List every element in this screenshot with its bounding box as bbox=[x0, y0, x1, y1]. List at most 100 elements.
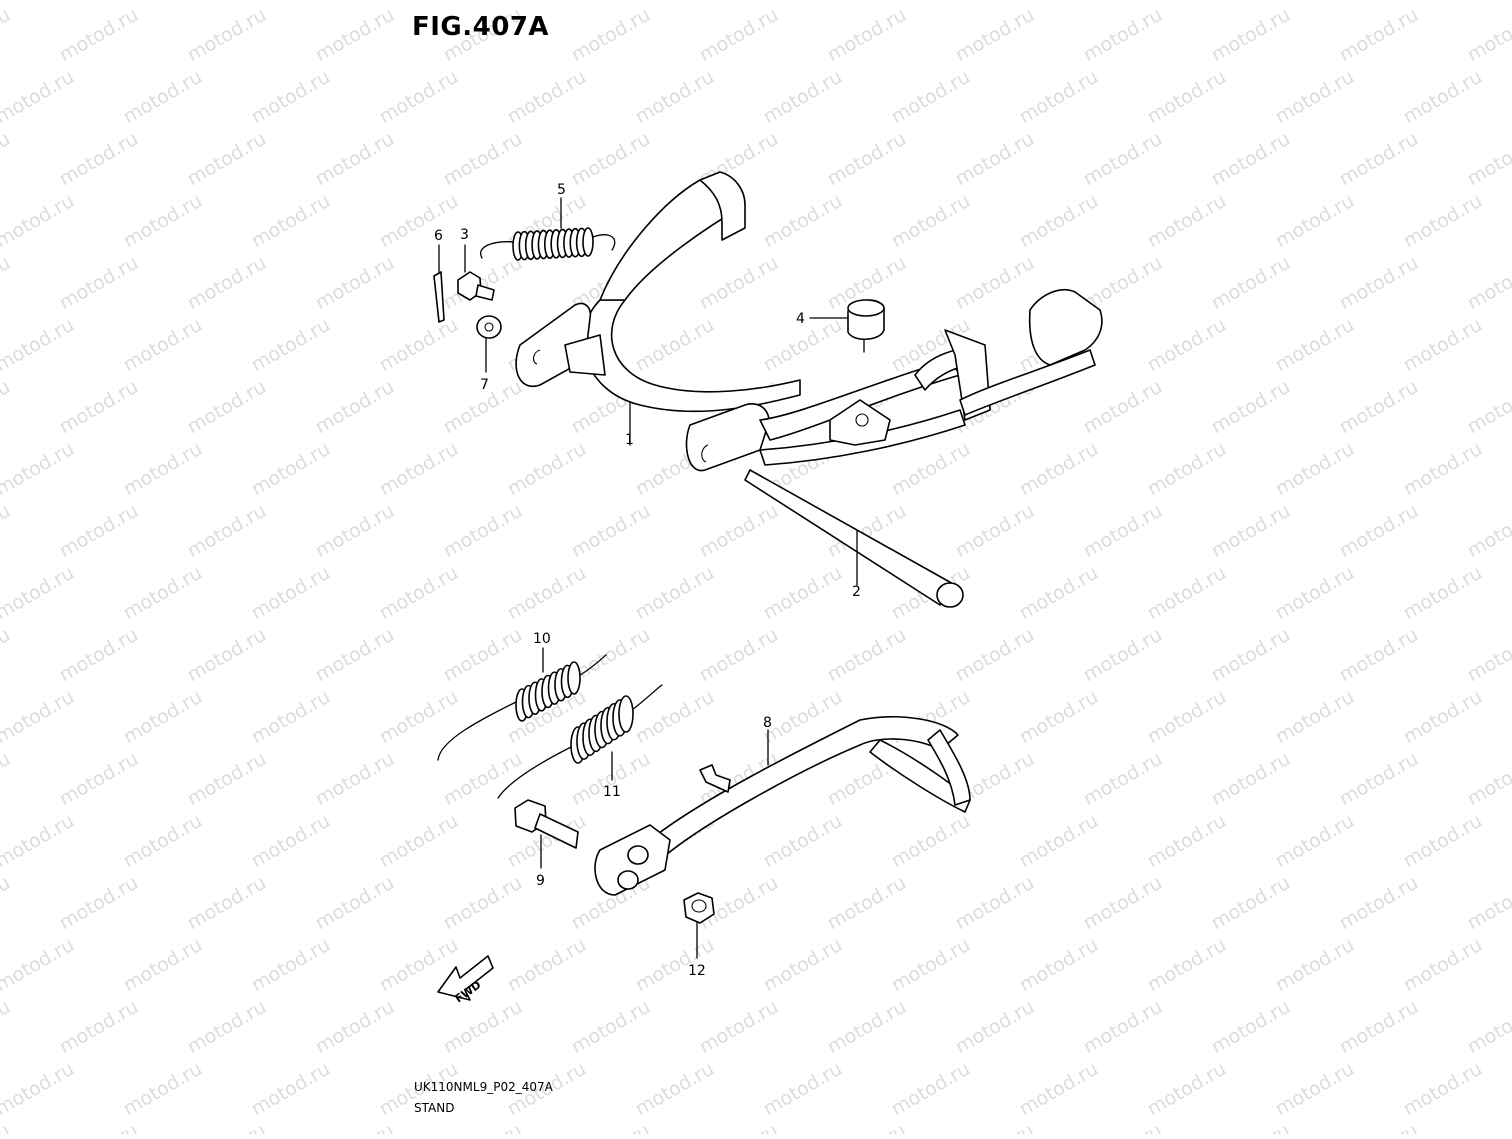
watermark-text: motod.ru bbox=[1336, 624, 1422, 687]
watermark-text: motod.ru bbox=[312, 1120, 398, 1134]
spring-coil bbox=[619, 696, 633, 732]
watermark-text: motod.ru bbox=[376, 314, 462, 377]
watermark-text: motod.ru bbox=[0, 190, 78, 253]
callout-9: 9 bbox=[536, 873, 545, 889]
watermark-text: motod.ru bbox=[1080, 624, 1166, 687]
watermark-text: motod.ru bbox=[56, 872, 142, 935]
watermark-text: motod.ru bbox=[952, 252, 1038, 315]
watermark-text: motod.ru bbox=[1272, 562, 1358, 625]
watermark-text: motod.ru bbox=[312, 500, 398, 563]
watermark-text: motod.ru bbox=[504, 562, 590, 625]
watermark-text: motod.ru bbox=[1016, 438, 1102, 501]
watermark-text: motod.ru bbox=[1272, 314, 1358, 377]
callout-11: 11 bbox=[603, 784, 621, 800]
watermark-text: motod.ru bbox=[1464, 1120, 1512, 1134]
part-2-shaft[interactable]: 2 bbox=[745, 470, 963, 607]
watermark-text: motod.ru bbox=[824, 872, 910, 935]
watermark-text: motod.ru bbox=[1336, 128, 1422, 191]
watermark-text: motod.ru bbox=[1400, 0, 1486, 4]
watermark-text: motod.ru bbox=[504, 934, 590, 997]
watermark-text: motod.ru bbox=[1144, 190, 1230, 253]
watermark-text: motod.ru bbox=[1144, 686, 1230, 749]
watermark-text: motod.ru bbox=[56, 748, 142, 811]
callout-1: 1 bbox=[625, 432, 634, 448]
watermark-text: motod.ru bbox=[1272, 190, 1358, 253]
watermark-text: motod.ru bbox=[760, 66, 846, 129]
watermark-text: motod.ru bbox=[1016, 0, 1102, 4]
watermark-text: motod.ru bbox=[1016, 562, 1102, 625]
watermark-text: motod.ru bbox=[1272, 66, 1358, 129]
watermark-text: motod.ru bbox=[120, 562, 206, 625]
watermark-text: motod.ru bbox=[1016, 934, 1102, 997]
watermark-text: motod.ru bbox=[0, 252, 14, 315]
watermark-text: motod.ru bbox=[376, 66, 462, 129]
watermark-text: motod.ru bbox=[120, 190, 206, 253]
part-12-nut[interactable]: 12 bbox=[684, 893, 714, 979]
watermark-text: motod.ru bbox=[888, 0, 974, 4]
watermark-text: motod.ru bbox=[1464, 872, 1512, 935]
watermark-text: motod.ru bbox=[440, 128, 526, 191]
watermark-text: motod.ru bbox=[1016, 66, 1102, 129]
callout-12: 12 bbox=[688, 963, 706, 979]
watermark-text: motod.ru bbox=[56, 128, 142, 191]
watermark-text: motod.ru bbox=[1016, 1058, 1102, 1121]
watermark-text: motod.ru bbox=[696, 4, 782, 67]
watermark-text: motod.ru bbox=[312, 4, 398, 67]
figure-title: FIG.407A bbox=[412, 12, 549, 42]
watermark-text: motod.ru bbox=[1336, 4, 1422, 67]
watermark-text: motod.ru bbox=[760, 934, 846, 997]
watermark-text: motod.ru bbox=[0, 1120, 14, 1134]
watermark-text: motod.ru bbox=[696, 624, 782, 687]
watermark-text: motod.ru bbox=[1144, 314, 1230, 377]
watermark-text: motod.ru bbox=[1080, 500, 1166, 563]
watermark-text: motod.ru bbox=[1208, 1120, 1294, 1134]
watermark-text: motod.ru bbox=[952, 128, 1038, 191]
watermark-text: motod.ru bbox=[184, 748, 270, 811]
watermark-text: motod.ru bbox=[1272, 1058, 1358, 1121]
part-7-washer[interactable]: 7 bbox=[477, 316, 501, 393]
watermark-text: motod.ru bbox=[1336, 872, 1422, 935]
watermark-text: motod.ru bbox=[760, 810, 846, 873]
watermark-text: motod.ru bbox=[1336, 996, 1422, 1059]
watermark-text: motod.ru bbox=[696, 500, 782, 563]
watermark-text: motod.ru bbox=[0, 128, 14, 191]
watermark-text: motod.ru bbox=[952, 500, 1038, 563]
watermark-text: motod.ru bbox=[1400, 190, 1486, 253]
watermark-text: motod.ru bbox=[0, 314, 78, 377]
watermark-text: motod.ru bbox=[440, 872, 526, 935]
watermark-text: motod.ru bbox=[1272, 0, 1358, 4]
watermark-text: motod.ru bbox=[952, 624, 1038, 687]
watermark-text: motod.ru bbox=[440, 624, 526, 687]
watermark-text: motod.ru bbox=[440, 996, 526, 1059]
watermark-text: motod.ru bbox=[248, 686, 334, 749]
watermark-text: motod.ru bbox=[824, 1120, 910, 1134]
part-3-bolt[interactable]: 3 bbox=[458, 227, 494, 300]
watermark-text: motod.ru bbox=[1336, 252, 1422, 315]
watermark-text: motod.ru bbox=[184, 1120, 270, 1134]
watermark-text: motod.ru bbox=[120, 1058, 206, 1121]
watermark-text: motod.ru bbox=[824, 624, 910, 687]
part-6-cotter-pin[interactable]: 6 bbox=[434, 228, 444, 322]
watermark-text: motod.ru bbox=[0, 0, 78, 4]
watermark-text: motod.ru bbox=[248, 438, 334, 501]
watermark-text: motod.ru bbox=[1400, 934, 1486, 997]
watermark-text: motod.ru bbox=[248, 934, 334, 997]
watermark-text: motod.ru bbox=[1336, 500, 1422, 563]
watermark-text: motod.ru bbox=[1400, 438, 1486, 501]
watermark-text: motod.ru bbox=[376, 438, 462, 501]
watermark-text: motod.ru bbox=[376, 810, 462, 873]
callout-7: 7 bbox=[480, 377, 489, 393]
watermark-text: motod.ru bbox=[888, 1058, 974, 1121]
watermark-text: motod.ru bbox=[312, 376, 398, 439]
watermark-text: motod.ru bbox=[1336, 376, 1422, 439]
watermark-text: motod.ru bbox=[1080, 128, 1166, 191]
watermark-text: motod.ru bbox=[376, 190, 462, 253]
watermark-text: motod.ru bbox=[0, 872, 14, 935]
watermark-text: motod.ru bbox=[1208, 128, 1294, 191]
watermark-text: motod.ru bbox=[0, 4, 14, 67]
watermark-text: motod.ru bbox=[888, 438, 974, 501]
watermark-text: motod.ru bbox=[1144, 934, 1230, 997]
callout-4: 4 bbox=[796, 311, 805, 327]
watermark-text: motod.ru bbox=[184, 872, 270, 935]
